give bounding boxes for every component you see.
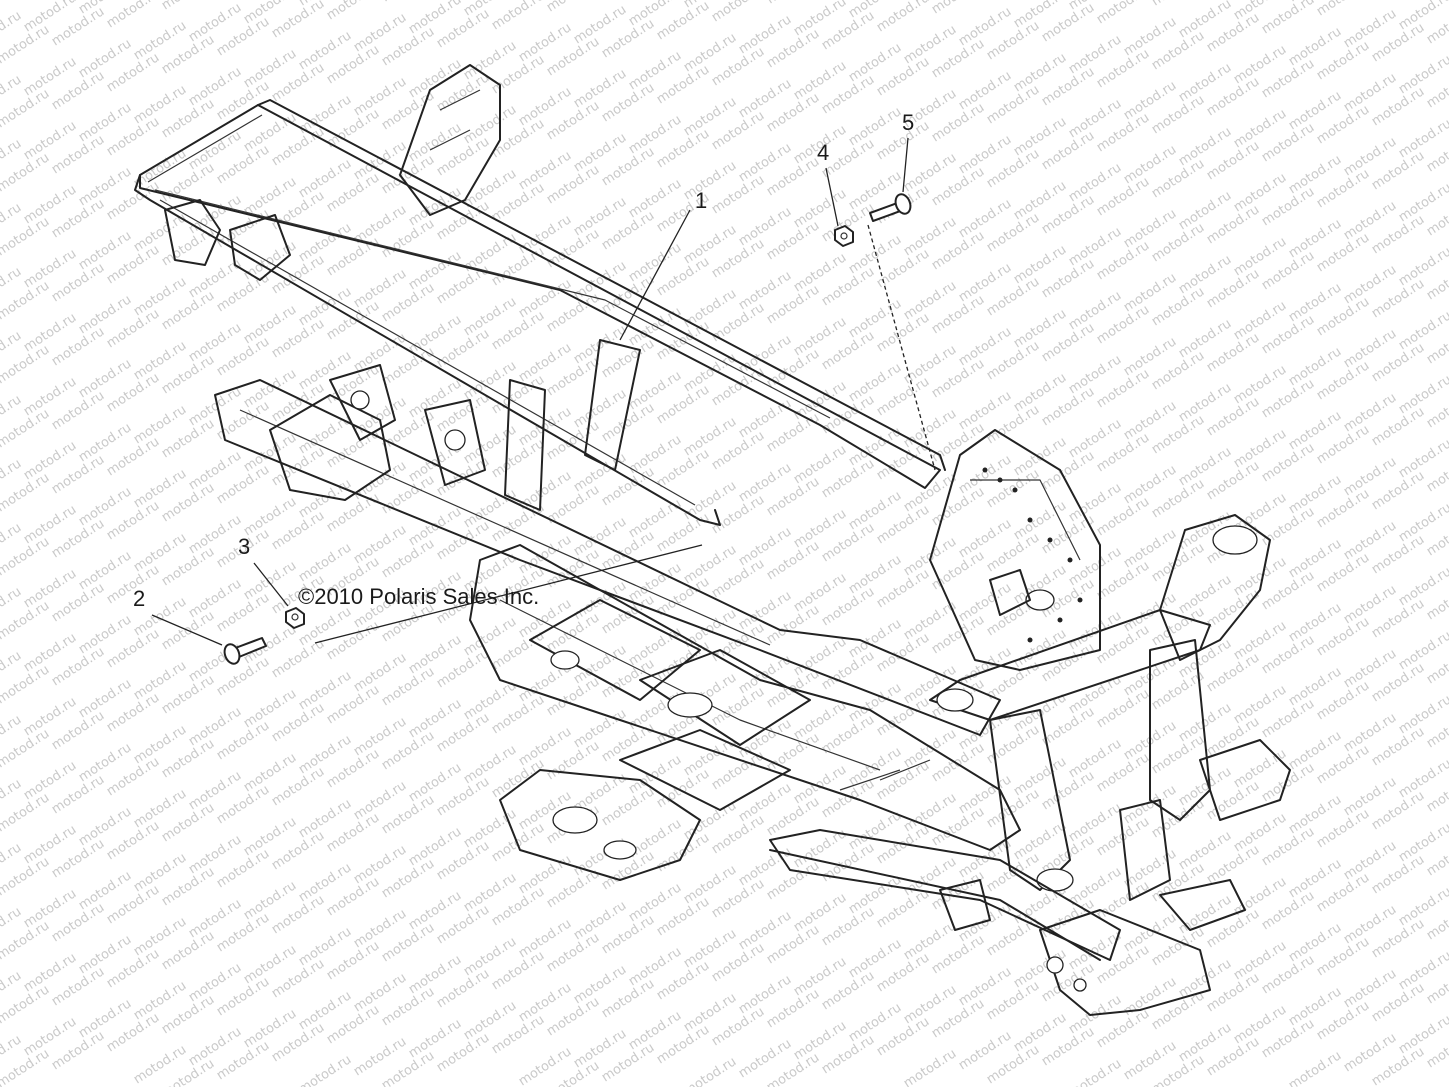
callout-4: 4: [817, 140, 829, 165]
watermark-text: motod.ru: [489, 0, 547, 33]
copyright-notice: ©2010 Polaris Sales Inc.: [298, 584, 540, 609]
watermark-text: motod.ru: [1094, 0, 1152, 27]
watermark-text: motod.ru: [0, 0, 52, 3]
watermark-text: motod.ru: [296, 1052, 354, 1087]
watermark-text: motod.ru: [159, 0, 217, 13]
watermark-text: motod.ru: [901, 1046, 959, 1087]
nut-part-3: [285, 607, 305, 629]
watermark-text: motod.ru: [1066, 1056, 1124, 1087]
watermark-text: motod.ru: [104, 0, 162, 31]
watermark-text: motod.ru: [1259, 0, 1317, 37]
watermark-text: motod.ru: [544, 0, 602, 15]
watermark-text: motod.ru: [1149, 0, 1207, 9]
watermark-text: motod.ru: [874, 0, 932, 35]
watermark-text: motod.ru: [709, 0, 767, 25]
watermark-text: motod.ru: [1286, 1048, 1344, 1087]
watermark-text: motod.ru: [324, 0, 382, 23]
callout-2: 2: [133, 586, 145, 611]
watermark-text: motod.ru: [379, 0, 437, 5]
watermark-text: motod.ru: [764, 0, 822, 7]
nut-part-4: [834, 225, 854, 247]
callout-5: 5: [902, 110, 914, 135]
watermark-text: motod.ru: [681, 1054, 739, 1087]
watermark-text: motod.ru: [1369, 0, 1427, 1]
callout-3: 3: [238, 534, 250, 559]
callout-1: 1: [695, 188, 707, 213]
watermark-text: motod.ru: [929, 0, 987, 17]
watermark-text: motod.ru: [1314, 0, 1372, 19]
